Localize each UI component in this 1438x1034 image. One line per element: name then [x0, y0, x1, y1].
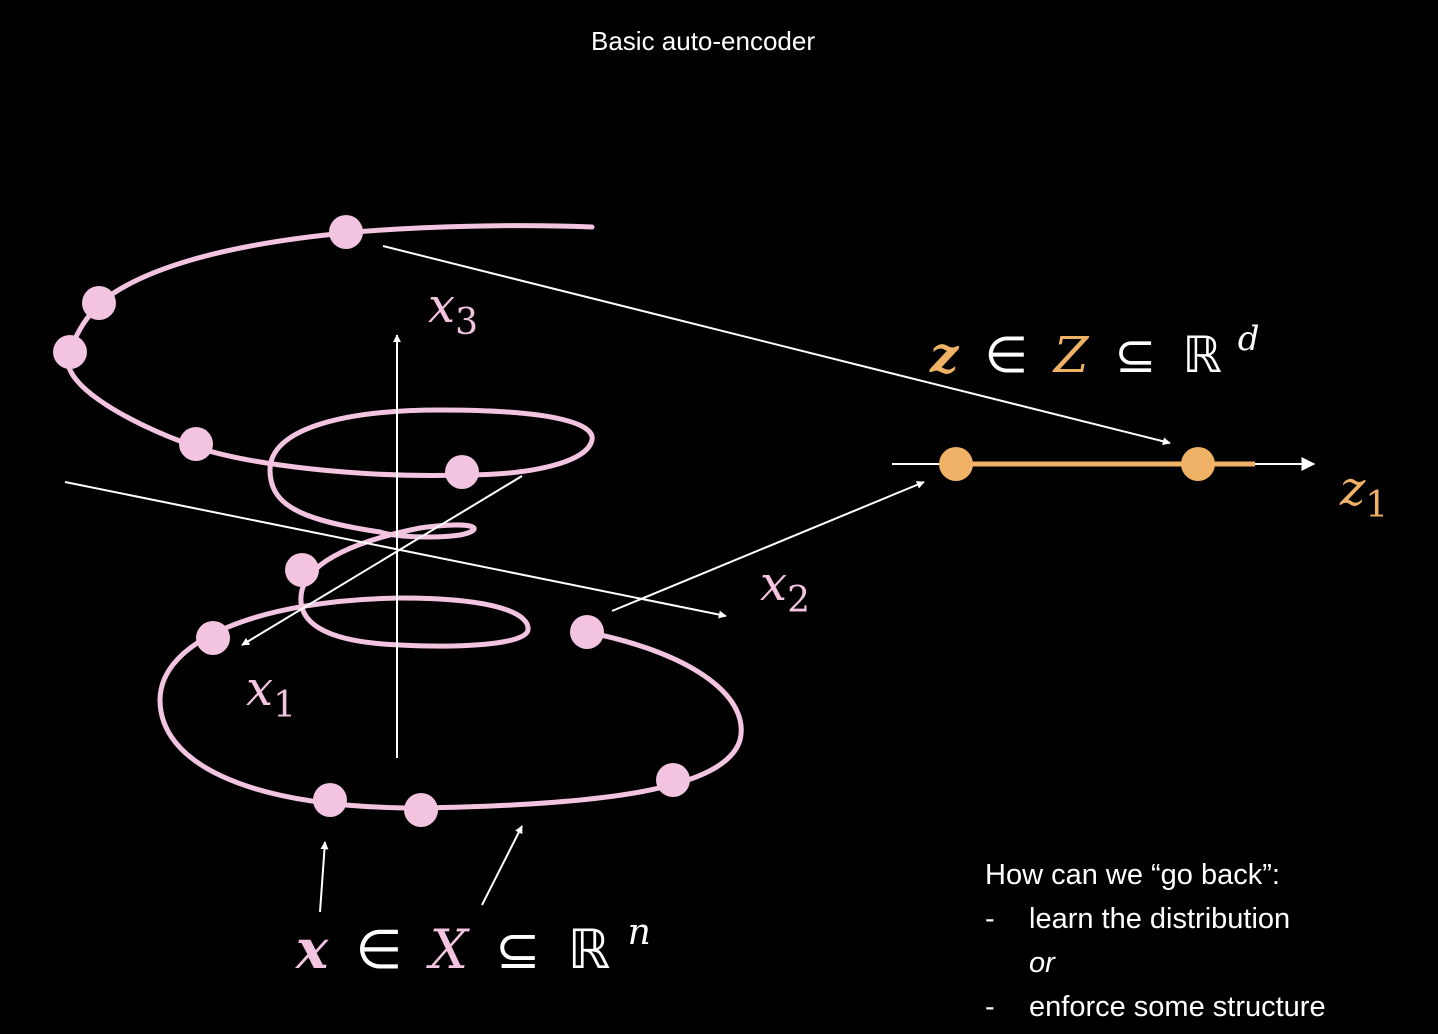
x3-axis-label: x3 [428, 278, 478, 343]
pointer-arrow-to-point [319, 841, 329, 913]
spiral-upper-loop [65, 223, 595, 535]
data-R: ℝ [568, 918, 611, 981]
data-point [285, 553, 319, 587]
latent-axis [892, 447, 1316, 481]
data-manifold-spiral [65, 223, 744, 811]
latent-in: ∈ [984, 326, 1028, 384]
data-point [53, 335, 87, 369]
data-set-name: X [426, 918, 471, 981]
bullet-dash: - [985, 991, 995, 1023]
notes-connector: or [1029, 947, 1055, 979]
x1-axis [241, 475, 523, 646]
bullet-dash: - [985, 903, 995, 935]
spiral-outer-bottom-loop [157, 522, 744, 811]
pointer-arrow-to-manifold [481, 825, 523, 906]
data-var: x [295, 917, 329, 981]
set-pointer-arrows [319, 825, 523, 913]
notes-item: - learn the distribution [985, 897, 1425, 941]
data-point [82, 286, 116, 320]
x2-axis [64, 481, 727, 619]
z1-axis-label: z1 [1339, 461, 1388, 526]
data-point [404, 793, 438, 827]
data-points [53, 215, 690, 827]
notes-connector-row: or [985, 941, 1425, 985]
encode-arrow-bottom [611, 481, 925, 612]
latent-point [1181, 447, 1215, 481]
data-subseteq: ⊆ [495, 918, 540, 981]
data-point [196, 621, 230, 655]
notes-box: How can we “go back”: - learn the distri… [985, 853, 1425, 1029]
latent-set-expression: z ∈ Z ⊆ ℝ d [929, 319, 1260, 384]
notes-item: - enforce some structure [985, 985, 1425, 1029]
data-point [570, 615, 604, 649]
encode-arrow-top [382, 245, 1171, 446]
data-in: ∈ [355, 918, 402, 981]
data-point [313, 783, 347, 817]
data-space-axes [64, 334, 727, 758]
latent-set-name: Z [1052, 326, 1090, 384]
data-point [656, 763, 690, 797]
latent-point [939, 447, 973, 481]
notes-heading: How can we “go back”: [985, 859, 1280, 891]
data-set-expression: x ∈ X ⊆ ℝ n [295, 912, 651, 981]
data-point [445, 455, 479, 489]
encoder-arrows [382, 245, 1171, 612]
notes-item-text: enforce some structure [1029, 991, 1326, 1023]
latent-var: z [929, 325, 960, 384]
data-point [179, 427, 213, 461]
data-point [329, 215, 363, 249]
notes-item-text: learn the distribution [1029, 903, 1291, 935]
data-exp: n [628, 912, 651, 953]
x2-axis-label: x2 [760, 556, 810, 621]
latent-subseteq: ⊆ [1114, 326, 1156, 384]
latent-exp: d [1238, 319, 1260, 359]
latent-R: ℝ [1182, 326, 1222, 384]
slide-title: Basic auto-encoder [590, 26, 816, 56]
axis-labels: x3 x2 x1 [246, 278, 810, 726]
x1-axis-label: x1 [246, 661, 296, 726]
